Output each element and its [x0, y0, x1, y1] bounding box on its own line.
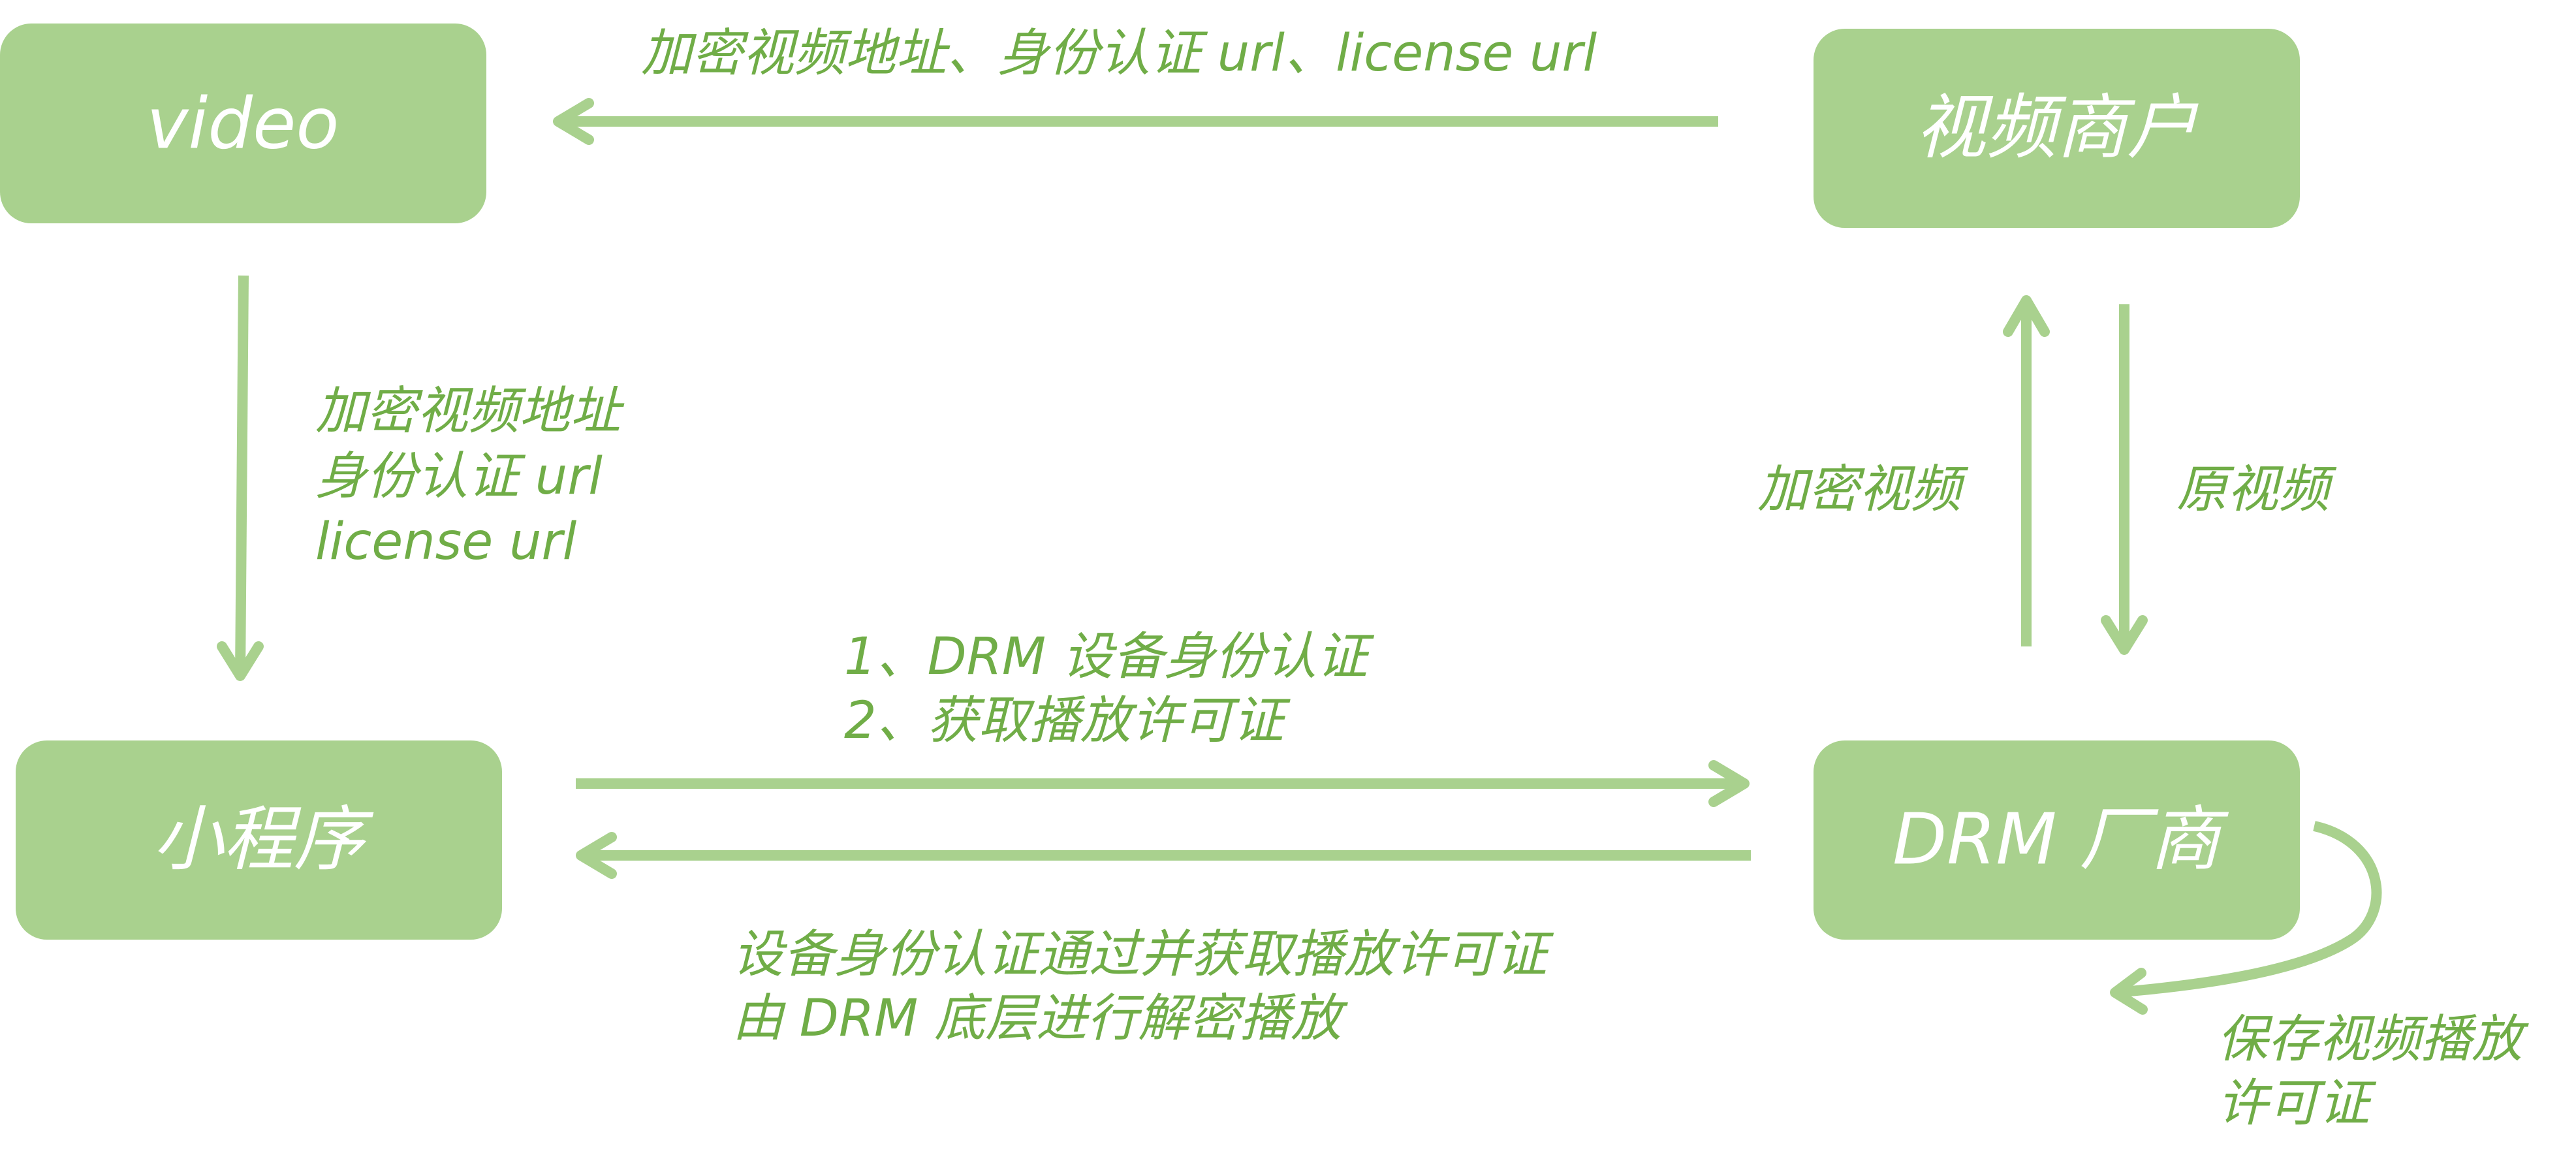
label-mini-to-drm-line-2: 2、获取播放许可证: [844, 692, 1291, 750]
label-merchant-to-video: 加密视频地址、身份认证 url、license url: [641, 24, 1597, 83]
node-miniprogram: 小程序: [16, 740, 502, 940]
arrow-drm-to-mini: [576, 832, 1751, 879]
node-video: video: [0, 24, 486, 223]
node-miniprogram-label: 小程序: [153, 799, 374, 881]
label-drm-self-line-1: 保存视频播放: [2217, 1010, 2529, 1069]
arrow-merchant-to-drm: [2101, 304, 2148, 655]
node-drm: DRM 厂商: [1814, 740, 2300, 940]
arrow-drm-self: [2110, 821, 2382, 1015]
label-drm-to-mini: 设备身份认证通过并获取播放许可证 由 DRM 底层进行解密播放: [732, 925, 1554, 1048]
label-merchant-to-drm: 原视频: [2176, 460, 2337, 519]
label-drm-self-line-2: 许可证: [2217, 1074, 2377, 1133]
label-video-to-mini-line-2: 身份认证 url: [315, 447, 603, 506]
label-drm-to-merchant: 加密视频: [1757, 460, 1969, 519]
label-video-to-mini-line-3: license url: [315, 513, 577, 571]
label-mini-to-drm: 1、DRM 设备身份认证 2、获取播放许可证: [844, 628, 1375, 750]
label-drm-self: 保存视频播放 许可证: [2217, 1010, 2529, 1133]
arrow-merchant-to-video: [553, 98, 1718, 145]
arrow-video-to-mini: [217, 275, 264, 681]
label-drm-to-mini-line-1: 设备身份认证通过并获取播放许可证: [732, 925, 1554, 984]
label-video-to-mini-line-1: 加密视频地址: [315, 382, 625, 441]
node-merchant: 视频商户: [1814, 29, 2300, 228]
node-drm-label: DRM 厂商: [1893, 799, 2229, 881]
node-merchant-label: 视频商户: [1915, 87, 2199, 169]
label-video-to-mini: 加密视频地址 身份认证 url license url: [315, 382, 625, 571]
arrow-mini-to-drm: [576, 760, 1750, 807]
label-mini-to-drm-line-1: 1、DRM 设备身份认证: [844, 628, 1375, 686]
label-drm-to-mini-line-2: 由 DRM 底层进行解密播放: [732, 989, 1348, 1048]
node-video-label: video: [147, 84, 339, 165]
arrow-drm-to-merchant: [2003, 295, 2050, 646]
